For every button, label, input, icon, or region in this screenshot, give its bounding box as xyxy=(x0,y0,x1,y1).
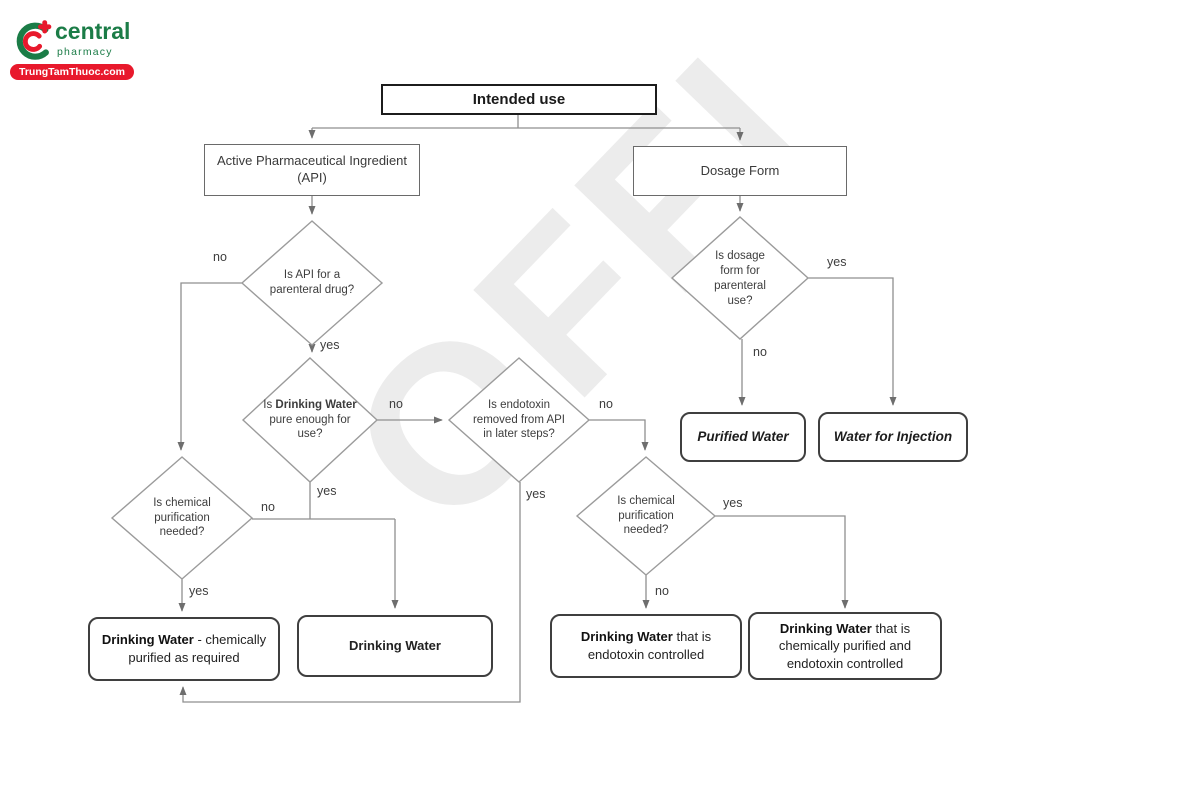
purified-water-label: Purified Water xyxy=(697,428,789,444)
drinking-water-chem-box: Drinking Water - chemically purified as … xyxy=(88,617,280,681)
dosage-form-label: Dosage Form xyxy=(700,162,780,178)
label-chemr-yes: yes xyxy=(723,496,743,510)
intended-use-box: Intended use xyxy=(381,84,657,115)
drinking-water-chem-endotoxin-box: Drinking Water that is chemically purifi… xyxy=(748,612,942,680)
central-pharmacy-logo: central pharmacy TrungTamThuoc.com xyxy=(8,12,158,84)
api-box: Active Pharmaceutical Ingredient (API) xyxy=(204,144,420,196)
decision-chem-right-label: Is chemical purification needed? xyxy=(617,494,675,537)
drinking-water-label: Drinking Water xyxy=(349,638,441,654)
decision-chem-left-label: Is chemical purification needed? xyxy=(153,496,211,539)
decision-endotoxin-shape xyxy=(447,357,591,483)
api-label: Active Pharmaceutical Ingredient (API) xyxy=(216,153,408,185)
decision-endotoxin-label: Is endotoxin removed from API in later s… xyxy=(472,398,566,441)
label-dosage-yes: yes xyxy=(827,255,847,269)
decision-dwpure-shape xyxy=(241,357,379,483)
decision-api-parenteral-shape xyxy=(240,220,384,346)
label-api-yes: yes xyxy=(320,338,340,352)
label-dwpure-no: no xyxy=(389,397,403,411)
edge-api-no xyxy=(177,282,242,451)
logo-brand-text: central xyxy=(55,18,131,44)
dosage-form-box: Dosage Form xyxy=(633,146,847,196)
label-chemr-no: no xyxy=(655,584,669,598)
decision-api-parenteral-label: Is API for a parenteral drug? xyxy=(269,269,355,296)
label-endo-yes: yes xyxy=(526,487,546,501)
drinking-water-chem-label: Drinking Water - chemically purified as … xyxy=(101,632,267,665)
edge-dosage-yes xyxy=(808,277,897,406)
drinking-water-endotoxin-box: Drinking Water that is endotoxin control… xyxy=(550,614,742,678)
logo-domain-badge: TrungTamThuoc.com xyxy=(10,64,134,80)
label-api-no: no xyxy=(213,250,227,264)
label-endo-no: no xyxy=(599,397,613,411)
logo-c-icon xyxy=(16,20,52,60)
water-for-injection-label: Water for Injection xyxy=(833,428,953,444)
drinking-water-endotoxin-label: Drinking Water that is endotoxin control… xyxy=(580,629,712,662)
label-cheml-yes: yes xyxy=(189,584,209,598)
purified-water-box: Purified Water xyxy=(680,412,806,462)
logo-sub-text: pharmacy xyxy=(57,46,113,58)
label-dwpure-yes: yes xyxy=(317,484,337,498)
decision-dwpure-label: Is Drinking Water pure enough for use? xyxy=(263,398,357,441)
edge-endo-yes-loop xyxy=(179,482,521,703)
decision-chem-left-shape xyxy=(110,456,254,580)
intended-use-label: Intended use xyxy=(472,91,566,108)
drinking-water-box: Drinking Water xyxy=(297,615,493,677)
label-dosage-no: no xyxy=(753,345,767,359)
decision-chem-right-shape xyxy=(575,456,717,576)
drinking-water-chem-endotoxin-label: Drinking Water that is chemically purifi… xyxy=(778,620,912,671)
edge-endo-no xyxy=(589,419,649,451)
decision-dosage-parenteral-label: Is dosage form for parenteral use? xyxy=(714,250,766,307)
label-cheml-no: no xyxy=(261,500,275,514)
edge-chemr-yes xyxy=(715,515,849,609)
decision-dosage-parenteral-shape xyxy=(670,216,810,340)
water-for-injection-box: Water for Injection xyxy=(818,412,968,462)
